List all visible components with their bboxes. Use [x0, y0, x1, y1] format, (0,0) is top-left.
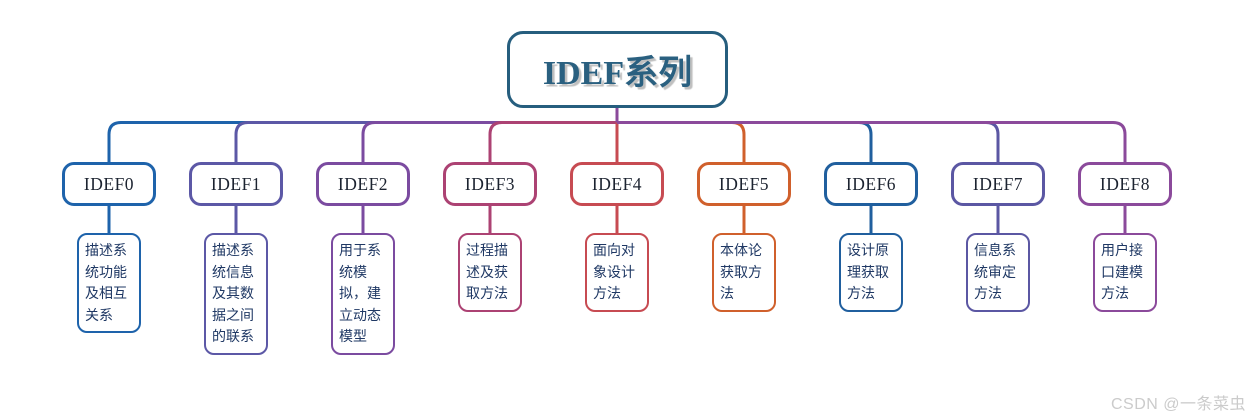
idef-desc-text: 描述系 统信息 及其数 据之间 的联系: [212, 242, 254, 344]
root-node: IDEF系列: [507, 31, 728, 108]
idef-node: IDEF1: [189, 162, 283, 206]
idef-node-label: IDEF4: [591, 173, 643, 194]
idef-desc-text: 本体论 获取方 法: [720, 242, 762, 301]
idef-node: IDEF2: [316, 162, 410, 206]
idef-node: IDEF6: [824, 162, 918, 206]
idef-desc: 描述系 统功能 及相互 关系: [77, 233, 141, 333]
idef-desc: 面向对 象设计 方法: [585, 233, 649, 312]
idef-desc-text: 用户接 口建模 方法: [1101, 242, 1143, 301]
idef-node-label: IDEF5: [718, 173, 770, 194]
watermark: CSDN @一条菜虫: [1110, 396, 1246, 413]
idef-node-label: IDEF8: [1099, 173, 1151, 194]
idef-desc: 本体论 获取方 法: [712, 233, 776, 312]
idef-desc-text: 用于系 统模 拟，建 立动态 模型: [339, 242, 381, 344]
idef-node-label: IDEF2: [337, 173, 389, 194]
idef-node-label: IDEF7: [972, 173, 1024, 194]
idef-desc: 设计原 理获取 方法: [839, 233, 903, 312]
idef-desc-text: 面向对 象设计 方法: [593, 242, 635, 301]
idef-node: IDEF4: [570, 162, 664, 206]
idef-node-label: IDEF3: [464, 173, 516, 194]
idef-desc: 用于系 统模 拟，建 立动态 模型: [331, 233, 395, 355]
idef-node: IDEF8: [1078, 162, 1172, 206]
idef-desc: 过程描 述及获 取方法: [458, 233, 522, 312]
idef-desc: 信息系 统审定 方法: [966, 233, 1030, 312]
idef-desc-text: 设计原 理获取 方法: [847, 242, 889, 301]
idef-node-label: IDEF1: [210, 173, 262, 194]
root-node-label: IDEF系列: [542, 55, 693, 92]
idef-desc-text: 描述系 统功能 及相互 关系: [85, 242, 127, 323]
idef-desc-text: 过程描 述及获 取方法: [466, 242, 508, 301]
idef-node: IDEF3: [443, 162, 537, 206]
idef-desc: 描述系 统信息 及其数 据之间 的联系: [204, 233, 268, 355]
idef-node: IDEF7: [951, 162, 1045, 206]
idef-desc: 用户接 口建模 方法: [1093, 233, 1157, 312]
idef-node-label: IDEF0: [83, 173, 135, 194]
idef-node-label: IDEF6: [845, 173, 897, 194]
idef-node: IDEF5: [697, 162, 791, 206]
idef-node: IDEF0: [62, 162, 156, 206]
idef-desc-text: 信息系 统审定 方法: [974, 242, 1016, 301]
